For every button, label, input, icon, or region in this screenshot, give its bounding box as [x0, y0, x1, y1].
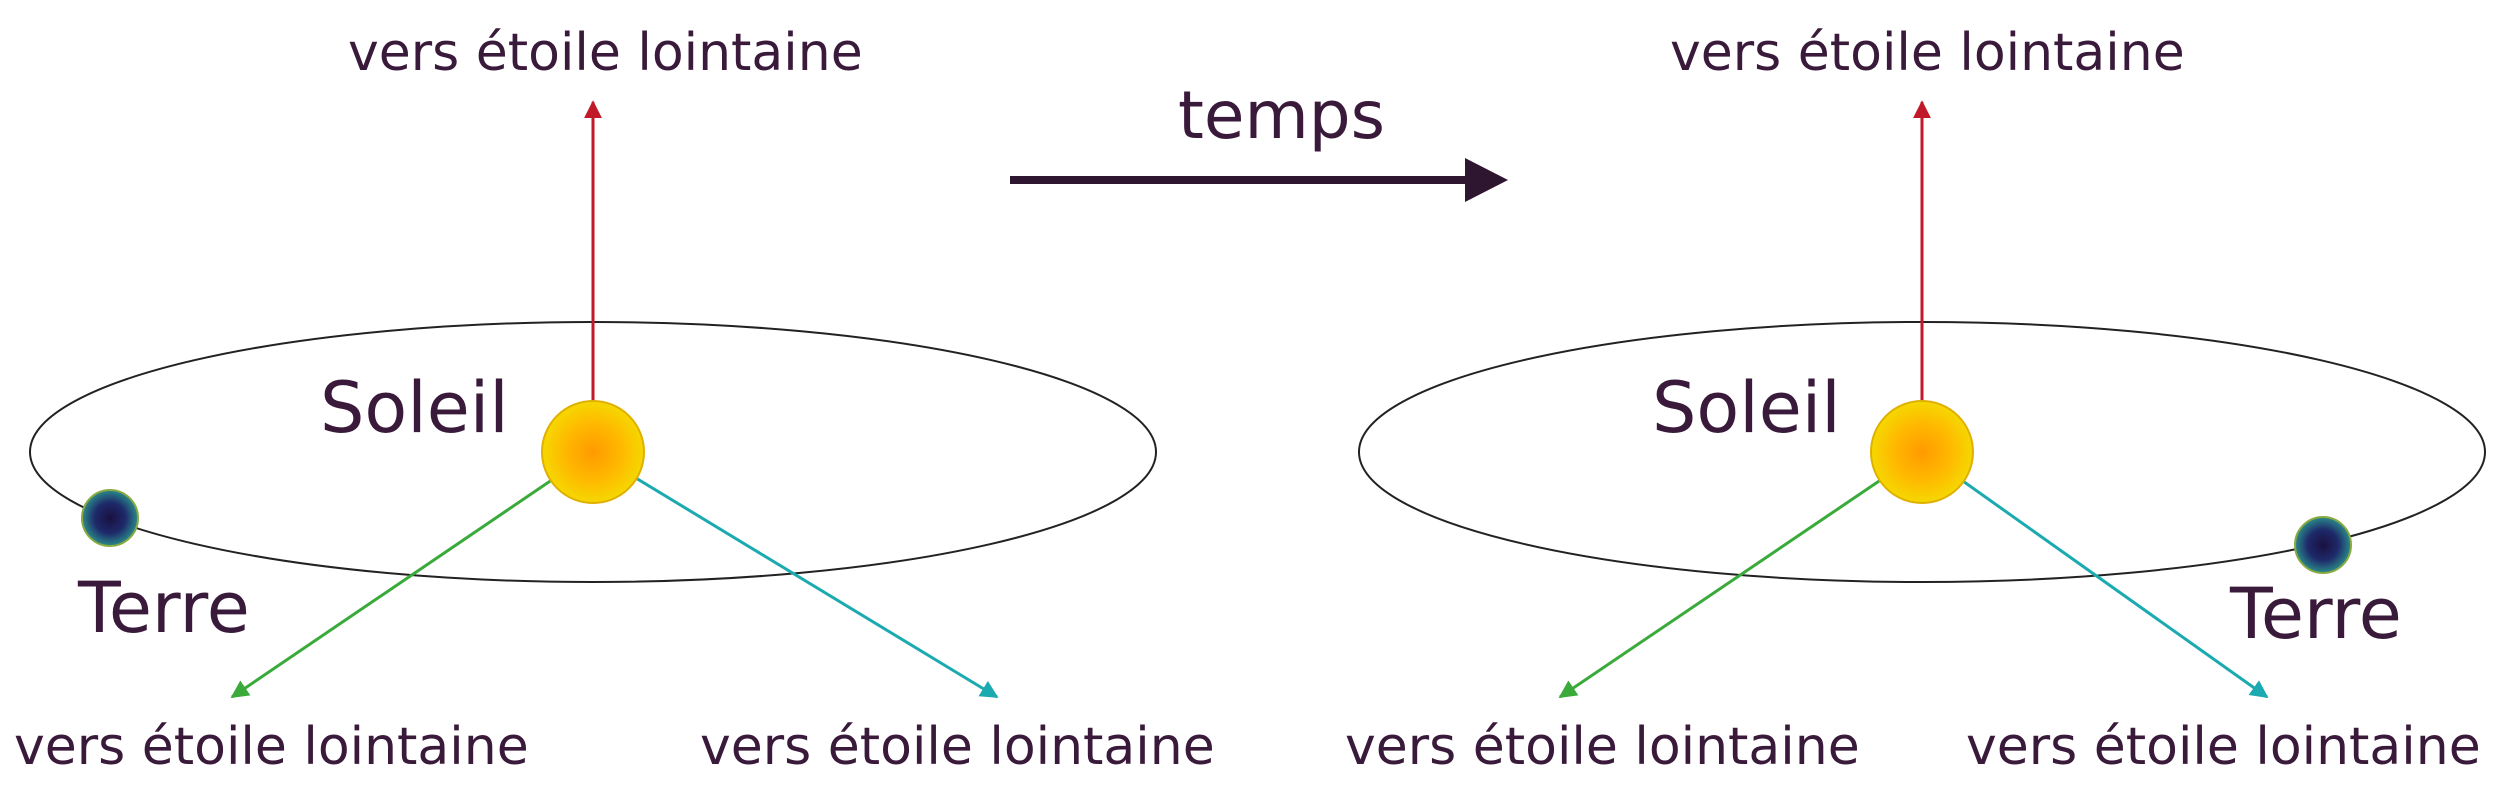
sun	[541, 400, 645, 504]
time-arrow-head	[1465, 158, 1508, 202]
label-star-left: vers étoile lointaine	[1345, 717, 1860, 777]
panel-after: vers étoile lointaine Soleil Terre vers …	[1345, 23, 2486, 777]
time-arrow-group: temps	[1010, 77, 1508, 202]
earth	[81, 489, 139, 547]
label-sun: Soleil	[1652, 367, 1841, 449]
sun	[1870, 400, 1974, 504]
arrow-to-star-right	[592, 450, 999, 699]
label-sun: Soleil	[320, 367, 509, 449]
label-earth: Terre	[77, 567, 250, 649]
label-star-right: vers étoile lointaine	[700, 717, 1215, 777]
label-star-top: vers étoile lointaine	[348, 23, 863, 83]
label-star-left: vers étoile lointaine	[14, 717, 529, 777]
label-earth: Terre	[2229, 573, 2402, 655]
label-star-top: vers étoile lointaine	[1670, 23, 2185, 83]
panel-before: vers étoile lointaine Soleil Terre vers …	[14, 23, 1215, 777]
label-time: temps	[1178, 77, 1385, 154]
arrow-to-star-left	[230, 450, 594, 699]
label-star-right: vers étoile lointaine	[1966, 717, 2481, 777]
arrow-to-star-left	[1558, 450, 1923, 699]
arrow-to-star-right	[1921, 450, 2269, 699]
earth	[2294, 516, 2352, 574]
